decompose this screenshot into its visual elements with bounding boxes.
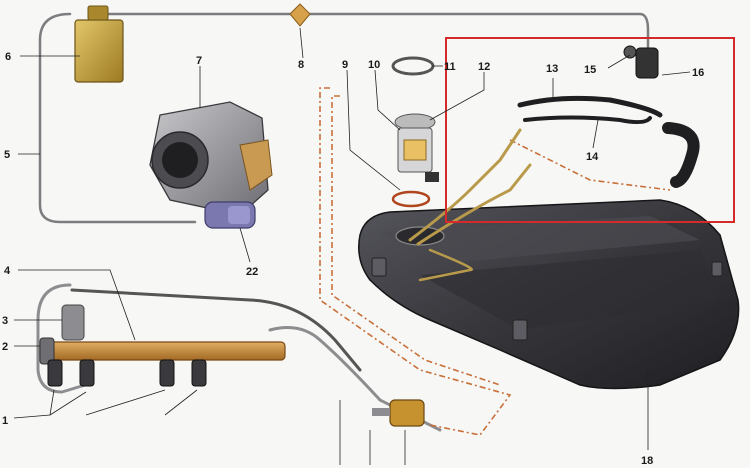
tank-vent-tubes xyxy=(408,128,532,282)
callout-5: 5 xyxy=(4,149,10,161)
vapor-dash-inner xyxy=(331,95,501,386)
injectors xyxy=(47,359,207,387)
fuel-rail-assembly xyxy=(39,304,286,387)
callout-8: 8 xyxy=(298,59,304,71)
callout-1: 1 xyxy=(2,415,8,427)
highlight-frame xyxy=(445,37,735,223)
callout-9: 9 xyxy=(342,59,348,71)
callout-22: 22 xyxy=(246,266,258,278)
supply-line xyxy=(70,288,362,372)
callout-11: 11 xyxy=(444,61,456,73)
callout-4: 4 xyxy=(4,265,11,277)
callout-7: 7 xyxy=(196,55,202,67)
vapor-dash-outer xyxy=(319,87,512,436)
return-line xyxy=(268,326,442,432)
vapor-dash-valve xyxy=(509,139,671,191)
vapor-hoses xyxy=(517,95,700,188)
callout-18: 18 xyxy=(641,455,653,467)
throttle-body xyxy=(149,101,273,216)
vapor-line-top xyxy=(103,12,650,50)
fuel-lines xyxy=(36,12,650,432)
callout-10: 10 xyxy=(368,59,380,71)
callout-6: 6 xyxy=(5,51,11,63)
callout-15: 15 xyxy=(584,64,596,76)
vent-hose-14 xyxy=(523,115,652,125)
vapor-dashed-lines xyxy=(319,87,671,436)
evap-canister xyxy=(74,5,124,83)
purge-solenoid xyxy=(204,201,256,229)
leader-lines xyxy=(13,27,691,465)
fuel-pump-module xyxy=(394,113,439,182)
callout-12: 12 xyxy=(478,61,490,73)
filler-hose-16 xyxy=(662,122,700,188)
callout-13: 13 xyxy=(546,63,558,75)
fuel-tank xyxy=(358,199,740,390)
callout-3: 3 xyxy=(2,315,8,327)
purge-line-left xyxy=(38,12,197,224)
fuel-filter xyxy=(372,399,425,427)
callout-2: 2 xyxy=(2,341,8,353)
tank-seal xyxy=(391,190,431,208)
lock-ring xyxy=(391,56,435,76)
callout-14: 14 xyxy=(586,151,599,163)
vent-hose-13 xyxy=(517,95,663,118)
check-valve xyxy=(289,3,311,27)
callout-16: 16 xyxy=(692,67,704,79)
gravity-valve xyxy=(623,45,659,79)
